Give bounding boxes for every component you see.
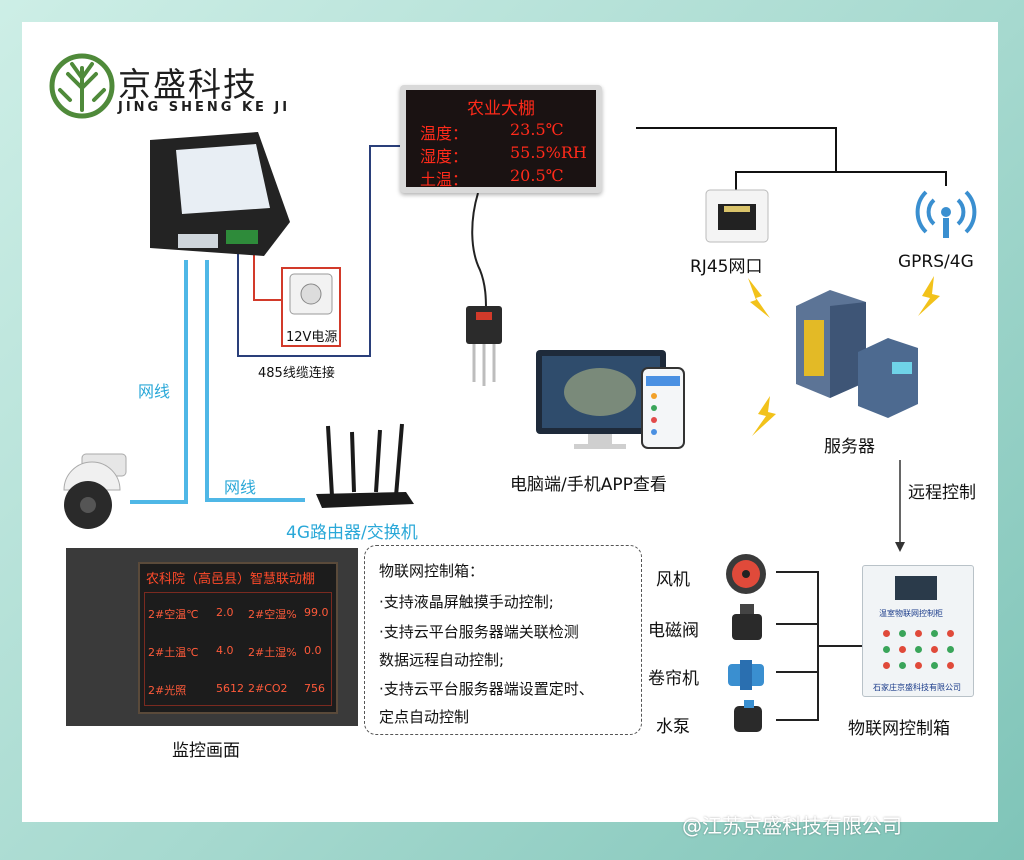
roller-motor-icon [728,660,764,690]
feature-line: 定点自动控制 [379,708,470,726]
pc-app-label: 电脑端/手机APP查看 [510,475,667,495]
lightning-icon [752,396,776,436]
led-value: 20.5℃ [510,166,564,185]
monitor-image: 农科院（高邑县）智慧联动棚 2#空温℃ 2.0 2#空湿% 99.0 2#土温℃… [66,548,358,726]
lightning-icon [918,276,940,316]
watermark: @江苏京盛科技有限公司 [682,814,902,838]
monitor-cell: 2#土湿% [248,646,297,659]
pump-icon [734,700,762,732]
control-cabinet: 温室物联网控制柜 石家庄京盛科技有限公司 [862,565,974,697]
monitor-label: 监控画面 [172,741,240,761]
led-row-soil-temp: 土温： 20.5℃ [420,166,564,190]
monitor-cell: 2.0 [216,606,234,619]
valve-icon [732,604,762,640]
device-label-roller: 卷帘机 [648,669,699,689]
feature-box: 物联网控制箱： ·支持液晶屏触摸手动控制; ·支持云平台服务器端关联检测 数据远… [364,545,642,735]
device-label-fan: 风机 [656,570,690,590]
network-cable-right [205,260,209,502]
feature-line: ·支持云平台服务器端设置定时、 [379,680,594,698]
monitor-cell: 5612 [216,682,244,695]
led-label: 湿度： [420,147,469,166]
monitor-cell: 2#空湿% [248,608,297,621]
lightning-icon [748,278,770,318]
led-label: 温度： [420,124,469,143]
led-value: 55.5%RH [510,143,587,162]
led-label: 土温： [420,170,469,189]
network-cable-left [184,260,188,504]
device-label-pump: 水泵 [656,717,690,737]
network-cable-right-foot [205,498,305,502]
monitor-cell: 2#光照 [148,684,187,697]
monitor-cell: 2#土温℃ [148,646,199,659]
cabinet-company: 石家庄京盛科技有限公司 [873,683,961,692]
network-cable-label-2: 网线 [224,478,257,497]
gprs-label: GPRS/4G [898,252,974,272]
feature-line: ·支持云平台服务器端关联检测 [379,623,579,641]
brand-pinyin: JING SHENG KE JI [118,100,291,115]
monitor-cell: 99.0 [304,606,329,619]
power-label: 12V电源 [286,330,338,345]
led-display: 农业大棚 温度： 23.5℃ 湿度： 55.5%RH 土温： 20.5℃ [400,85,602,193]
network-cable-label-1: 网线 [138,382,171,401]
server-label: 服务器 [824,437,875,457]
led-row-temp: 温度： 23.5℃ [420,120,564,144]
monitor-cell: 4.0 [216,644,234,657]
monitor-cell: 2#CO2 [248,682,288,695]
led-title: 农业大棚 [467,99,535,119]
fan-icon [726,554,766,594]
monitor-cell: 756 [304,682,325,695]
feature-line: 数据远程自动控制; [379,651,505,669]
remote-control-label: 远程控制 [908,483,976,503]
monitor-cell: 0.0 [304,644,322,657]
rs485-label: 485线缆连接 [258,366,335,381]
monitor-cell: 2#空温℃ [148,608,199,621]
brand-name: 京盛科技 [118,65,258,104]
feature-title: 物联网控制箱： [379,562,485,580]
router-label: 4G路由器/交换机 [286,523,418,543]
led-value: 23.5℃ [510,120,564,139]
network-cable-left-foot [130,500,188,504]
device-label-valve: 电磁阀 [648,621,699,641]
rj45-label: RJ45网口 [690,257,763,277]
cabinet-title: 温室物联网控制柜 [879,609,943,618]
feature-line: ·支持液晶屏触摸手动控制; [379,593,554,611]
monitor-board: 农科院（高邑县）智慧联动棚 2#空温℃ 2.0 2#空湿% 99.0 2#土温℃… [138,562,338,714]
cabinet-screen [895,576,937,600]
led-row-humidity: 湿度： 55.5%RH [420,143,587,167]
control-box-label: 物联网控制箱 [848,719,950,739]
monitor-board-title: 农科院（高邑县）智慧联动棚 [146,572,316,587]
